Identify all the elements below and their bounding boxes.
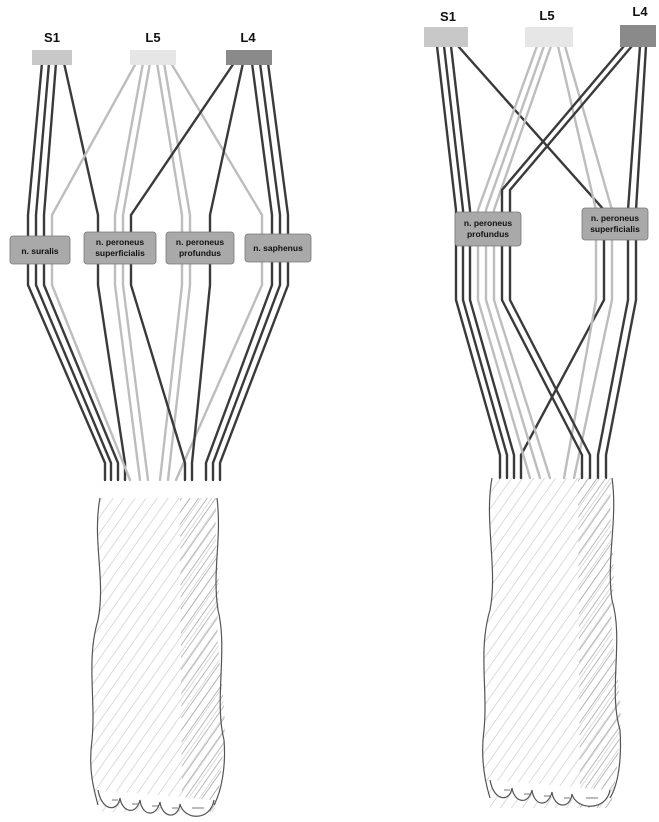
nerve-label-line: n. peroneus bbox=[464, 218, 512, 228]
wire bbox=[123, 63, 150, 480]
nerve-label-line: n. peroneus bbox=[591, 213, 639, 223]
nerve-label-line: n. peroneus bbox=[96, 237, 144, 247]
nerve-label-line: n. peroneus bbox=[176, 237, 224, 247]
right-diagram: S1 L5 L4 n. peroneus profundus n. perone… bbox=[424, 4, 656, 808]
wire bbox=[157, 63, 182, 480]
right-nerve-boxes: n. peroneus profundus n. peroneus superf… bbox=[455, 208, 648, 246]
root-box-l4 bbox=[226, 50, 272, 65]
wire bbox=[451, 46, 514, 478]
left-foot bbox=[91, 498, 225, 816]
nerve-label-line: superficialis bbox=[590, 224, 640, 234]
root-label-s1: S1 bbox=[44, 30, 60, 45]
foot-hatch-dark bbox=[578, 478, 621, 808]
right-foot bbox=[483, 478, 621, 808]
wire bbox=[28, 63, 105, 480]
left-wires bbox=[28, 63, 288, 480]
right-root-boxes: S1 L5 L4 bbox=[424, 4, 656, 47]
left-diagram: S1 L5 L4 n. suralis n. peroneus superfic… bbox=[10, 30, 311, 816]
nerve-label-line: profundus bbox=[179, 248, 221, 258]
nerve-label-saphenus: n. saphenus bbox=[253, 243, 303, 253]
nerve-label-suralis: n. suralis bbox=[21, 246, 59, 256]
left-nerve-boxes: n. suralis n. peroneus superficialis n. … bbox=[10, 232, 311, 264]
wire bbox=[44, 63, 118, 480]
root-box-s1 bbox=[424, 27, 468, 47]
wire bbox=[458, 46, 604, 478]
root-label-l4: L4 bbox=[240, 30, 256, 45]
wire bbox=[437, 46, 500, 478]
root-box-l5 bbox=[525, 27, 573, 47]
root-box-l5 bbox=[130, 50, 176, 65]
root-label-l5: L5 bbox=[145, 30, 160, 45]
right-wires bbox=[437, 46, 646, 478]
root-label-l4: L4 bbox=[632, 4, 648, 19]
root-box-l4 bbox=[620, 25, 656, 47]
root-label-s1: S1 bbox=[440, 9, 456, 24]
wire bbox=[192, 63, 243, 480]
nerve-label-line: profundus bbox=[467, 229, 509, 239]
root-label-l5: L5 bbox=[539, 8, 554, 23]
left-root-boxes: S1 L5 L4 bbox=[32, 30, 272, 65]
wire bbox=[444, 46, 507, 478]
root-box-s1 bbox=[32, 50, 72, 65]
wire bbox=[171, 63, 262, 480]
nerve-label-line: superficialis bbox=[95, 248, 145, 258]
